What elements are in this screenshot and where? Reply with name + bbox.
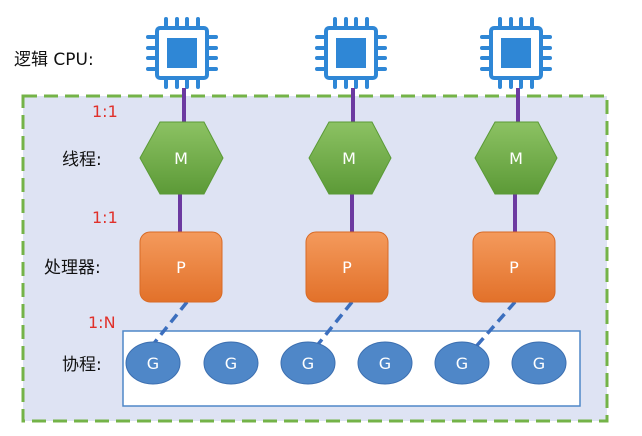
goroutine-node-g: G bbox=[357, 341, 413, 385]
svg-text:M: M bbox=[174, 149, 188, 168]
processor-goroutine-link bbox=[305, 300, 354, 360]
goroutine-row-label: 协程: bbox=[62, 355, 102, 375]
cpu-chip-icon bbox=[146, 17, 218, 89]
processor-node-p: P bbox=[305, 231, 389, 303]
thread-node-m: M bbox=[474, 121, 558, 195]
goroutine-box bbox=[122, 330, 581, 407]
goroutine-node-g: G bbox=[280, 341, 336, 385]
processor-node-p: P bbox=[139, 231, 223, 303]
cpu-row-label: 逻辑 CPU: bbox=[14, 50, 94, 70]
ratio-processor-goroutine: 1:N bbox=[88, 313, 116, 332]
thread-node-m: M bbox=[308, 121, 392, 195]
cpu-chip-icon bbox=[315, 17, 387, 89]
svg-text:G: G bbox=[456, 354, 468, 373]
svg-text:G: G bbox=[225, 354, 237, 373]
goroutine-node-g: G bbox=[203, 341, 259, 385]
svg-text:G: G bbox=[302, 354, 314, 373]
svg-text:G: G bbox=[147, 354, 159, 373]
svg-text:P: P bbox=[509, 258, 519, 277]
svg-text:G: G bbox=[533, 354, 545, 373]
cpu-chip-icon bbox=[480, 17, 552, 89]
processor-row-label: 处理器: bbox=[44, 258, 101, 278]
processor-node-p: P bbox=[472, 231, 556, 303]
svg-text:P: P bbox=[176, 258, 186, 277]
ratio-thread-processor: 1:1 bbox=[92, 208, 118, 227]
svg-text:P: P bbox=[342, 258, 352, 277]
svg-text:M: M bbox=[342, 149, 356, 168]
goroutine-node-g: G bbox=[125, 341, 181, 385]
goroutine-node-g: G bbox=[511, 341, 567, 385]
svg-text:M: M bbox=[509, 149, 523, 168]
processor-goroutine-link bbox=[464, 300, 517, 360]
ratio-cpu-thread: 1:1 bbox=[92, 102, 118, 121]
goroutine-node-g: G bbox=[434, 341, 490, 385]
thread-node-m: M bbox=[139, 121, 224, 195]
thread-row-label: 线程: bbox=[62, 150, 102, 170]
svg-text:G: G bbox=[379, 354, 391, 373]
